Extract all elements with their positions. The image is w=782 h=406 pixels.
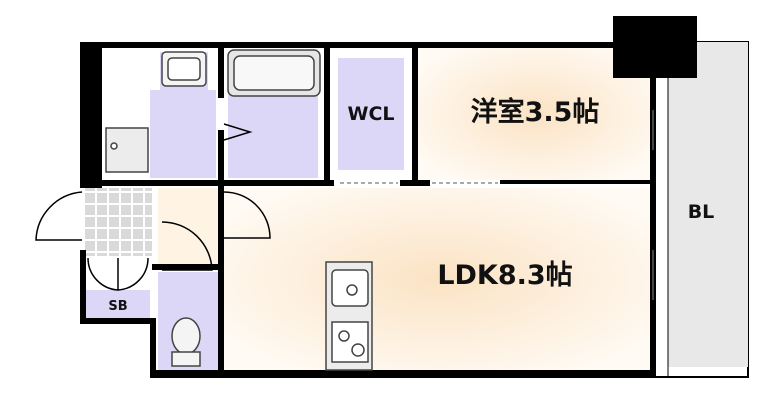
stove	[331, 321, 369, 363]
room-label-shoe-box: SB	[108, 299, 127, 314]
walls	[80, 16, 697, 378]
shoe-box-fill	[86, 290, 150, 320]
toilet	[171, 317, 201, 355]
balcony-area	[654, 41, 749, 378]
fixtures	[105, 49, 373, 371]
ldk-room	[224, 188, 655, 370]
room-label-wcl: WCL	[347, 103, 394, 125]
openings	[340, 110, 654, 300]
room-label-ldk: LDK8.3帖	[437, 260, 572, 291]
washing-machine	[105, 127, 149, 173]
room-label-western: 洋室3.5帖	[471, 96, 600, 128]
hallway	[158, 188, 218, 268]
entrance-tiles	[84, 188, 152, 256]
doors	[35, 123, 271, 291]
washroom-fill	[150, 90, 216, 178]
room-label-balcony: BL	[688, 201, 715, 223]
wcl-fill	[338, 58, 404, 170]
